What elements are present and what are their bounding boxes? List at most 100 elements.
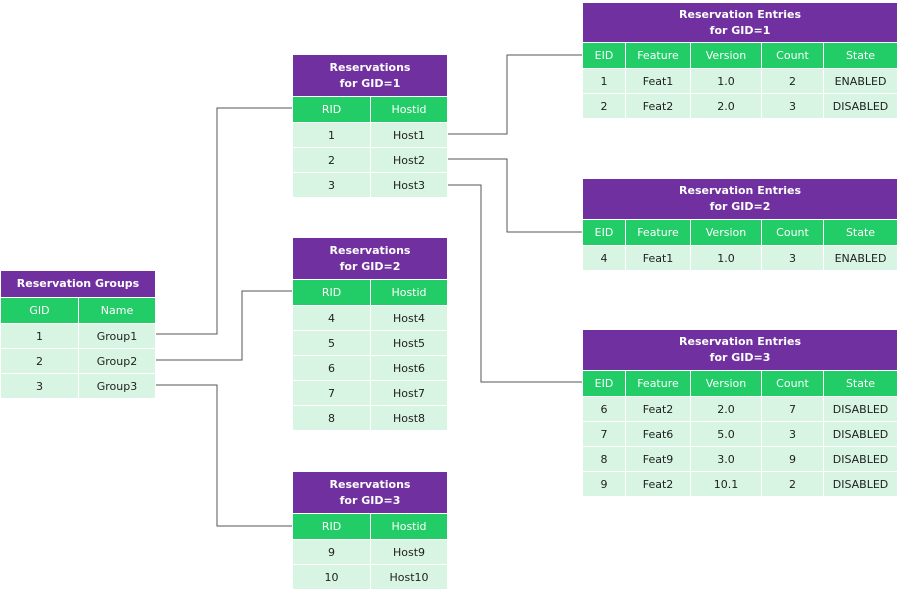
cell-rid: 8 [292, 405, 371, 431]
table-row: 8 Host8 [292, 405, 449, 431]
column-header-feature: Feature [625, 42, 691, 69]
cell-feature: Feat2 [625, 93, 691, 119]
table-row: 9 Host9 [292, 539, 449, 565]
column-header-count: Count [761, 42, 824, 69]
cell-state: DISABLED [822, 421, 899, 447]
column-header-feature: Feature [625, 219, 691, 246]
table-row: 2 Host2 [292, 147, 449, 173]
table-row: 1 Feat1 1.0 2 ENABLED [582, 68, 899, 94]
cell-feature: Feat2 [625, 471, 691, 497]
column-header-rid: RID [292, 96, 371, 123]
cell-hostid: Host4 [369, 305, 449, 331]
cell-state: DISABLED [822, 93, 899, 119]
cell-name: Group1 [78, 323, 156, 349]
cell-eid: 9 [582, 471, 626, 497]
cell-hostid: Host6 [369, 355, 449, 381]
column-header-state: State [822, 370, 899, 397]
cell-count: 3 [761, 93, 824, 119]
cell-state: DISABLED [822, 446, 899, 472]
column-header-state: State [822, 219, 899, 246]
cell-eid: 6 [582, 396, 626, 422]
cell-version: 1.0 [690, 245, 762, 271]
cell-eid: 7 [582, 421, 626, 447]
column-header-feature: Feature [625, 370, 691, 397]
column-header-version: Version [690, 219, 762, 246]
connector-group3-to-reservations3 [155, 384, 292, 527]
cell-eid: 8 [582, 446, 626, 472]
cell-hostid: Host5 [369, 330, 449, 356]
cell-state: ENABLED [822, 68, 899, 94]
table-row: 1 Host1 [292, 122, 449, 148]
cell-eid: 4 [582, 245, 626, 271]
table-row: 6 Feat2 2.0 7 DISABLED [582, 396, 899, 422]
cell-rid: 9 [292, 539, 371, 565]
cell-rid: 2 [292, 147, 371, 173]
cell-rid: 3 [292, 172, 371, 198]
connector-group1-to-reservations1 [155, 107, 292, 335]
column-header-gid: GID [0, 297, 79, 324]
connector-host3-to-entries3 [434, 184, 582, 383]
cell-state: DISABLED [822, 396, 899, 422]
cell-rid: 4 [292, 305, 371, 331]
table-row: 8 Feat9 3.0 9 DISABLED [582, 446, 899, 472]
cell-rid: 7 [292, 380, 371, 406]
cell-count: 7 [761, 396, 824, 422]
table-row: 6 Host6 [292, 355, 449, 381]
cell-count: 2 [761, 471, 824, 497]
cell-rid: 10 [292, 564, 371, 590]
column-header-version: Version [690, 370, 762, 397]
cell-version: 2.0 [690, 93, 762, 119]
cell-feature: Feat6 [625, 421, 691, 447]
cell-hostid: Host9 [369, 539, 449, 565]
table-row: 1 Group1 [0, 323, 156, 349]
cell-gid: 1 [0, 323, 79, 349]
table-row: 4 Feat1 1.0 3 ENABLED [582, 245, 899, 271]
table-title: Reservation Groups [0, 270, 156, 298]
column-header-count: Count [761, 219, 824, 246]
cell-count: 9 [761, 446, 824, 472]
cell-version: 10.1 [690, 471, 762, 497]
cell-hostid: Host1 [369, 122, 449, 148]
table-row: 9 Feat2 10.1 2 DISABLED [582, 471, 899, 497]
column-header-count: Count [761, 370, 824, 397]
cell-eid: 1 [582, 68, 626, 94]
reservation-groups-table: Reservation Groups GID Name 1 Group1 2 G… [0, 270, 156, 399]
table-row: 5 Host5 [292, 330, 449, 356]
column-header-eid: EID [582, 370, 626, 397]
cell-rid: 1 [292, 122, 371, 148]
cell-version: 5.0 [690, 421, 762, 447]
cell-feature: Feat2 [625, 396, 691, 422]
column-header-rid: RID [292, 279, 371, 306]
cell-state: DISABLED [822, 471, 899, 497]
column-header-rid: RID [292, 513, 371, 540]
cell-hostid: Host10 [369, 564, 449, 590]
connector-host2-to-entries2 [434, 158, 582, 233]
cell-gid: 3 [0, 373, 79, 399]
table-row: 2 Group2 [0, 348, 156, 374]
column-header-hostid: Hostid [369, 513, 449, 540]
cell-name: Group3 [78, 373, 156, 399]
cell-name: Group2 [78, 348, 156, 374]
cell-hostid: Host2 [369, 147, 449, 173]
table-row: 3 Group3 [0, 373, 156, 399]
cell-version: 3.0 [690, 446, 762, 472]
cell-rid: 6 [292, 355, 371, 381]
cell-version: 1.0 [690, 68, 762, 94]
cell-hostid: Host3 [369, 172, 449, 198]
column-header-eid: EID [582, 219, 626, 246]
table-row: 4 Host4 [292, 305, 449, 331]
column-header-hostid: Hostid [369, 96, 449, 123]
cell-gid: 2 [0, 348, 79, 374]
column-header-name: Name [78, 297, 156, 324]
table-row: 3 Host3 [292, 172, 449, 198]
